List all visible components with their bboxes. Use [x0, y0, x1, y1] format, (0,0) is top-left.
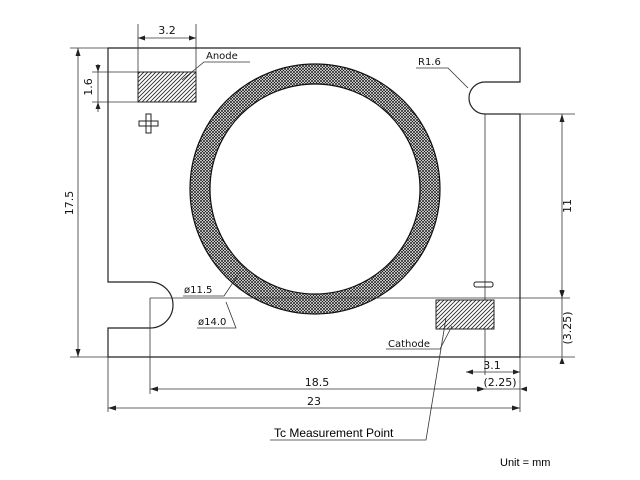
dim-right-height [485, 113, 575, 298]
dim-right-offset [520, 291, 575, 364]
radius-leader [416, 67, 469, 89]
radius-label: R1.6 [418, 57, 441, 68]
dim-cathode-width [466, 357, 521, 412]
tc-label: Tc Measurement Point [274, 426, 394, 440]
board-outline [107, 47, 521, 358]
dim-anode-width-label: 3.2 [158, 24, 176, 37]
plus-icon [138, 113, 159, 134]
dim-anode-height [92, 64, 138, 112]
dim-cathode-width-label: 3.1 [483, 359, 501, 372]
dim-center-x [149, 298, 485, 394]
phi-outer-leader [197, 301, 237, 329]
dim-anode-width [137, 24, 197, 72]
anode-pad [137, 71, 197, 103]
dim-cathode-offset-label: (2.25) [483, 376, 516, 389]
dim-center-x-label: 18.5 [305, 376, 330, 389]
dim-overall-height [70, 47, 108, 358]
anode-label: Anode [206, 51, 238, 62]
minus-icon [473, 281, 494, 288]
unit-note: Unit = mm [500, 457, 550, 469]
dim-cathode-offset [478, 386, 527, 392]
cathode-leader [386, 325, 453, 350]
phi-inner-leader [183, 271, 241, 297]
tc-leader [270, 317, 447, 441]
dim-right-offset-label: (3.25) [561, 311, 574, 344]
dim-overall-height-label: 17.5 [63, 191, 76, 216]
dim-right-height-label: 11 [561, 199, 574, 213]
cathode-label: Cathode [388, 339, 430, 350]
anode-leader [181, 61, 250, 81]
phi-outer-label: ø14.0 [198, 317, 226, 328]
dim-anode-height-label: 1.6 [82, 78, 95, 96]
cathode-pad [435, 299, 495, 330]
dim-overall-width [107, 357, 520, 412]
phi-inner-label: ø11.5 [184, 285, 212, 296]
dim-overall-width-label: 23 [307, 395, 321, 408]
led-ring [189, 63, 441, 315]
